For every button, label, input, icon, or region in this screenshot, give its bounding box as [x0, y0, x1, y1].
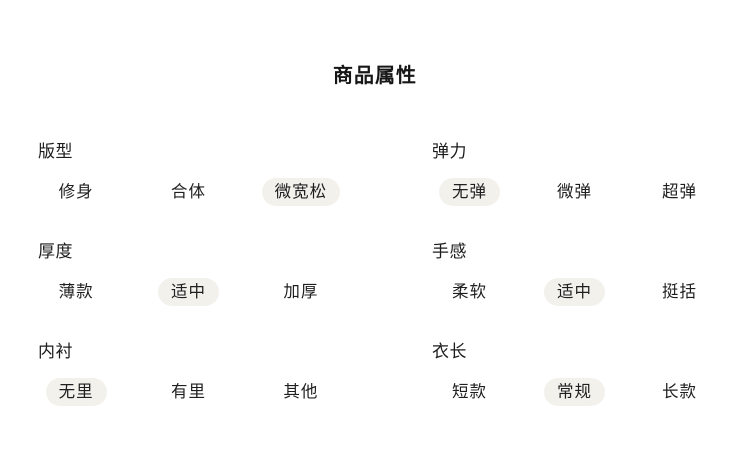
option-fit-2[interactable]: 微宽松 — [261, 178, 341, 206]
page-title: 商品属性 — [333, 63, 417, 87]
option-row-length: 短款 常规 长款 — [417, 378, 750, 406]
option-hand-feel-2[interactable]: 挺括 — [662, 282, 697, 301]
option-row-thickness: 薄款 适中 加厚 — [20, 278, 397, 306]
attribute-group-hand-feel: 手感 柔软 适中 挺括 — [397, 232, 750, 332]
group-label-lining: 内衬 — [38, 342, 73, 362]
option-hand-feel-1[interactable]: 适中 — [544, 278, 605, 306]
option-thickness-1[interactable]: 适中 — [157, 278, 219, 306]
attribute-group-thickness: 厚度 薄款 适中 加厚 — [0, 232, 397, 332]
option-cell: 无弹 — [417, 178, 522, 206]
option-cell: 微宽松 — [245, 178, 357, 206]
option-cell: 加厚 — [245, 278, 357, 306]
option-row-hand-feel: 柔软 适中 挺括 — [417, 278, 750, 306]
group-label-length: 衣长 — [432, 342, 467, 362]
attribute-group-fit: 版型 修身 合体 微宽松 — [0, 132, 397, 232]
group-label-fit: 版型 — [38, 142, 73, 162]
option-cell: 适中 — [522, 278, 627, 306]
attribute-grid: 版型 修身 合体 微宽松 弹力 无弹 微弹 — [0, 132, 750, 432]
option-thickness-2[interactable]: 加厚 — [283, 282, 319, 301]
option-cell: 超弹 — [627, 178, 732, 206]
group-label-elasticity: 弹力 — [432, 142, 467, 162]
option-elasticity-1[interactable]: 微弹 — [557, 182, 592, 201]
group-label-thickness: 厚度 — [38, 242, 73, 262]
option-lining-2[interactable]: 其他 — [283, 382, 319, 401]
option-row-elasticity: 无弹 微弹 超弹 — [417, 178, 750, 206]
option-elasticity-0[interactable]: 无弹 — [439, 178, 500, 206]
option-length-1[interactable]: 常规 — [544, 378, 605, 406]
option-elasticity-2[interactable]: 超弹 — [662, 182, 697, 201]
option-cell: 适中 — [132, 278, 244, 306]
attribute-group-lining: 内衬 无里 有里 其他 — [0, 332, 397, 432]
option-length-0[interactable]: 短款 — [452, 382, 487, 401]
option-row-fit: 修身 合体 微宽松 — [20, 178, 397, 206]
option-cell: 长款 — [627, 378, 732, 406]
option-thickness-0[interactable]: 薄款 — [58, 282, 94, 301]
option-cell: 常规 — [522, 378, 627, 406]
option-cell: 柔软 — [417, 278, 522, 306]
option-cell: 修身 — [20, 178, 132, 206]
option-cell: 无里 — [20, 378, 132, 406]
option-fit-0[interactable]: 修身 — [58, 182, 94, 201]
option-cell: 挺括 — [627, 278, 732, 306]
option-lining-0[interactable]: 无里 — [45, 378, 107, 406]
option-lining-1[interactable]: 有里 — [170, 382, 206, 401]
group-label-hand-feel: 手感 — [432, 242, 467, 262]
option-cell: 薄款 — [20, 278, 132, 306]
option-hand-feel-0[interactable]: 柔软 — [452, 282, 487, 301]
attribute-group-elasticity: 弹力 无弹 微弹 超弹 — [397, 132, 750, 232]
option-row-lining: 无里 有里 其他 — [20, 378, 397, 406]
option-cell: 其他 — [245, 378, 357, 406]
option-cell: 短款 — [417, 378, 522, 406]
option-cell: 有里 — [132, 378, 244, 406]
option-fit-1[interactable]: 合体 — [170, 182, 206, 201]
attribute-group-length: 衣长 短款 常规 长款 — [397, 332, 750, 432]
option-cell: 合体 — [132, 178, 244, 206]
option-cell: 微弹 — [522, 178, 627, 206]
option-length-2[interactable]: 长款 — [662, 382, 697, 401]
